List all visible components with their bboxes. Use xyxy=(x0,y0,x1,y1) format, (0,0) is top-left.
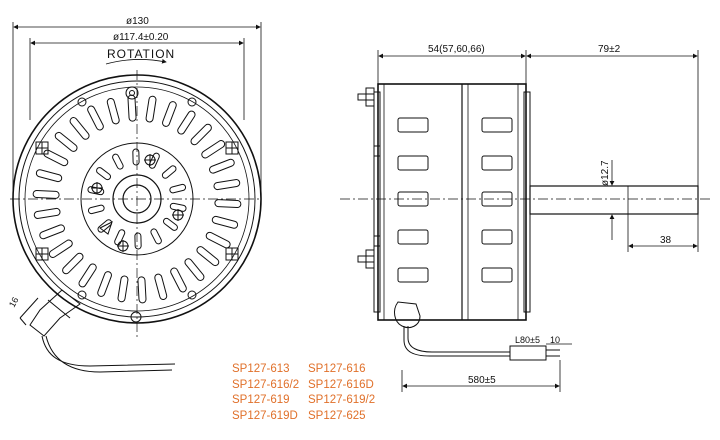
vent-slot xyxy=(211,215,239,229)
side-lead-wire xyxy=(394,301,560,361)
vent-slot xyxy=(209,158,235,174)
vent-slot xyxy=(62,252,84,275)
rotation-label: ROTATION xyxy=(107,47,175,61)
vent-slot xyxy=(161,165,177,179)
vent-slot xyxy=(148,152,160,169)
vent-slot xyxy=(97,271,112,297)
model-row: SP127-619 SP127-619/2 xyxy=(232,393,375,409)
model-code: SP127-619D xyxy=(232,409,298,422)
lead-wire-exit xyxy=(19,289,176,373)
mounting-studs xyxy=(357,87,381,269)
vent-slot xyxy=(48,239,73,258)
shaft xyxy=(529,185,699,215)
vent-slot xyxy=(162,217,178,231)
inner-ring xyxy=(80,142,194,256)
dim-outer-diameter: ø130 xyxy=(126,16,149,27)
vent-slot xyxy=(170,267,187,293)
vent-slot xyxy=(205,231,231,249)
vent-slot xyxy=(184,258,205,281)
vent-slot xyxy=(132,148,140,166)
vent-slot xyxy=(78,263,97,288)
dim-shaft-extension: 79±2 xyxy=(598,44,621,55)
rim-screw-bosses xyxy=(35,86,239,323)
bolt-circle xyxy=(24,86,250,312)
side-view xyxy=(340,83,712,361)
vent-slot xyxy=(96,167,112,181)
vent-slot xyxy=(162,101,177,127)
model-code: SP127-616D xyxy=(308,378,374,391)
vent-slot xyxy=(54,131,78,152)
model-row: SP127-619D SP127-625 xyxy=(232,409,375,425)
dim-bolt-circle: ø117.4±0.20 xyxy=(113,32,169,43)
vent-slot xyxy=(117,275,129,303)
vent-slot xyxy=(150,228,162,245)
vent-slot xyxy=(213,179,241,191)
inner-screws xyxy=(91,154,184,252)
dim-lead-angle: 16 xyxy=(7,295,21,309)
model-code: SP127-616 xyxy=(308,363,366,375)
dim-shaft-flat: 38 xyxy=(660,235,672,246)
vent-slot xyxy=(190,123,212,146)
model-code: SP127-619 xyxy=(232,394,290,406)
vent-slot xyxy=(39,224,65,240)
side-housing xyxy=(377,83,527,321)
vent-slot xyxy=(196,246,220,267)
model-code: SP127-619/2 xyxy=(308,394,376,406)
vent-slot xyxy=(201,140,226,159)
vent-slot xyxy=(87,105,104,131)
vent-slot xyxy=(32,189,60,199)
front-dimensions xyxy=(12,22,262,200)
vent-slot xyxy=(154,273,168,301)
vent-slot xyxy=(169,183,187,194)
housing-rim xyxy=(18,80,256,318)
vent-slot xyxy=(145,95,157,123)
vent-slot xyxy=(106,97,120,125)
vent-slot xyxy=(134,232,142,250)
vent-slot xyxy=(43,149,69,167)
dim-strip-length: 10 xyxy=(550,335,560,345)
model-row: SP127-613 SP127-616 xyxy=(232,362,375,378)
front-view xyxy=(10,70,262,373)
outer-vent-slots xyxy=(32,94,242,304)
side-dimensions xyxy=(377,50,699,392)
dim-shaft-diameter: ø12.7 xyxy=(600,160,611,186)
dim-body-length: 54(57,60,66) xyxy=(428,44,485,55)
vent-slot xyxy=(112,153,124,170)
vent-slot xyxy=(177,110,196,135)
dim-sleeve-length: L80±5 xyxy=(515,335,540,345)
vent-slot xyxy=(87,204,105,215)
vent-slot xyxy=(33,207,61,219)
rotation-arrow xyxy=(105,58,167,65)
side-vent-slots xyxy=(397,117,513,283)
model-code: SP127-625 xyxy=(308,409,366,422)
model-list: SP127-613 SP127-616 SP127-616/2 SP127-616D… xyxy=(232,362,375,424)
model-code: SP127-616/2 xyxy=(232,378,300,391)
model-code: SP127-613 xyxy=(232,363,290,375)
shaft-circle xyxy=(122,184,152,214)
vent-slot xyxy=(137,276,147,304)
vent-slot xyxy=(69,117,90,140)
bearing-boss xyxy=(112,174,162,224)
vent-slot xyxy=(35,169,63,183)
vent-slot xyxy=(114,229,126,246)
vent-slot xyxy=(214,199,242,209)
model-row: SP127-616/2 SP127-616D xyxy=(232,378,375,394)
vent-slot xyxy=(97,219,113,233)
dim-lead-length: 580±5 xyxy=(468,375,496,386)
